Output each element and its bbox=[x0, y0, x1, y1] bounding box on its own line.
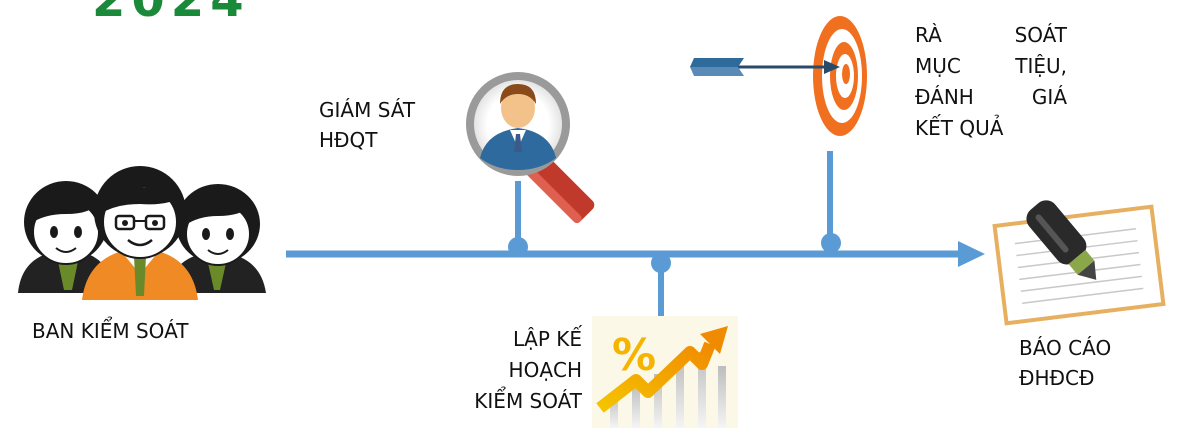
label-supervise: GIÁM SÁT HĐQT bbox=[319, 95, 415, 155]
label-plan-line-3: KIỂM SOÁT bbox=[474, 389, 582, 413]
label-report: BÁO CÁO ĐHĐCĐ bbox=[1019, 333, 1111, 393]
label-supervise-line-2: HĐQT bbox=[319, 128, 378, 152]
timeline-arrowhead bbox=[958, 241, 985, 267]
label-review-line-4: KẾT QUẢ bbox=[915, 116, 1004, 140]
label-review: RÀ SOÁT MỤC TIỆU, ĐÁNH GIÁ KẾT QUẢ bbox=[915, 20, 1067, 144]
node-dot-supervise bbox=[508, 237, 528, 257]
label-review-line-1: RÀ SOÁT bbox=[915, 23, 1067, 47]
document-pen-icon bbox=[992, 200, 1166, 326]
node-dot-review bbox=[821, 233, 841, 253]
label-report-line-2: ĐHĐCĐ bbox=[1019, 366, 1095, 390]
magnifier-person-icon bbox=[466, 72, 595, 224]
growth-chart-icon: % bbox=[592, 316, 738, 428]
label-plan-line-2: HOẠCH bbox=[508, 358, 582, 382]
label-control-board: BAN KIỂM SOÁT bbox=[32, 319, 189, 343]
label-plan-line-1: LẬP KẾ bbox=[513, 327, 582, 351]
svg-text:%: % bbox=[612, 330, 656, 381]
node-dot-plan bbox=[651, 253, 671, 273]
person-left bbox=[18, 181, 114, 293]
person-middle bbox=[82, 166, 198, 300]
label-review-line-3: ĐÁNH GIÁ bbox=[915, 85, 1067, 109]
label-plan: LẬP KẾ HOẠCH KIỂM SOÁT bbox=[440, 324, 582, 417]
page-title-fragment: 2024 bbox=[92, 0, 250, 28]
label-review-line-2: MỤC TIỆU, bbox=[915, 54, 1067, 78]
label-supervise-line-1: GIÁM SÁT bbox=[319, 98, 416, 122]
people-group-icon bbox=[18, 166, 266, 300]
label-report-line-1: BÁO CÁO bbox=[1019, 336, 1112, 360]
target-arrow-icon bbox=[690, 16, 867, 136]
person-right bbox=[168, 184, 266, 293]
timeline bbox=[286, 151, 985, 317]
